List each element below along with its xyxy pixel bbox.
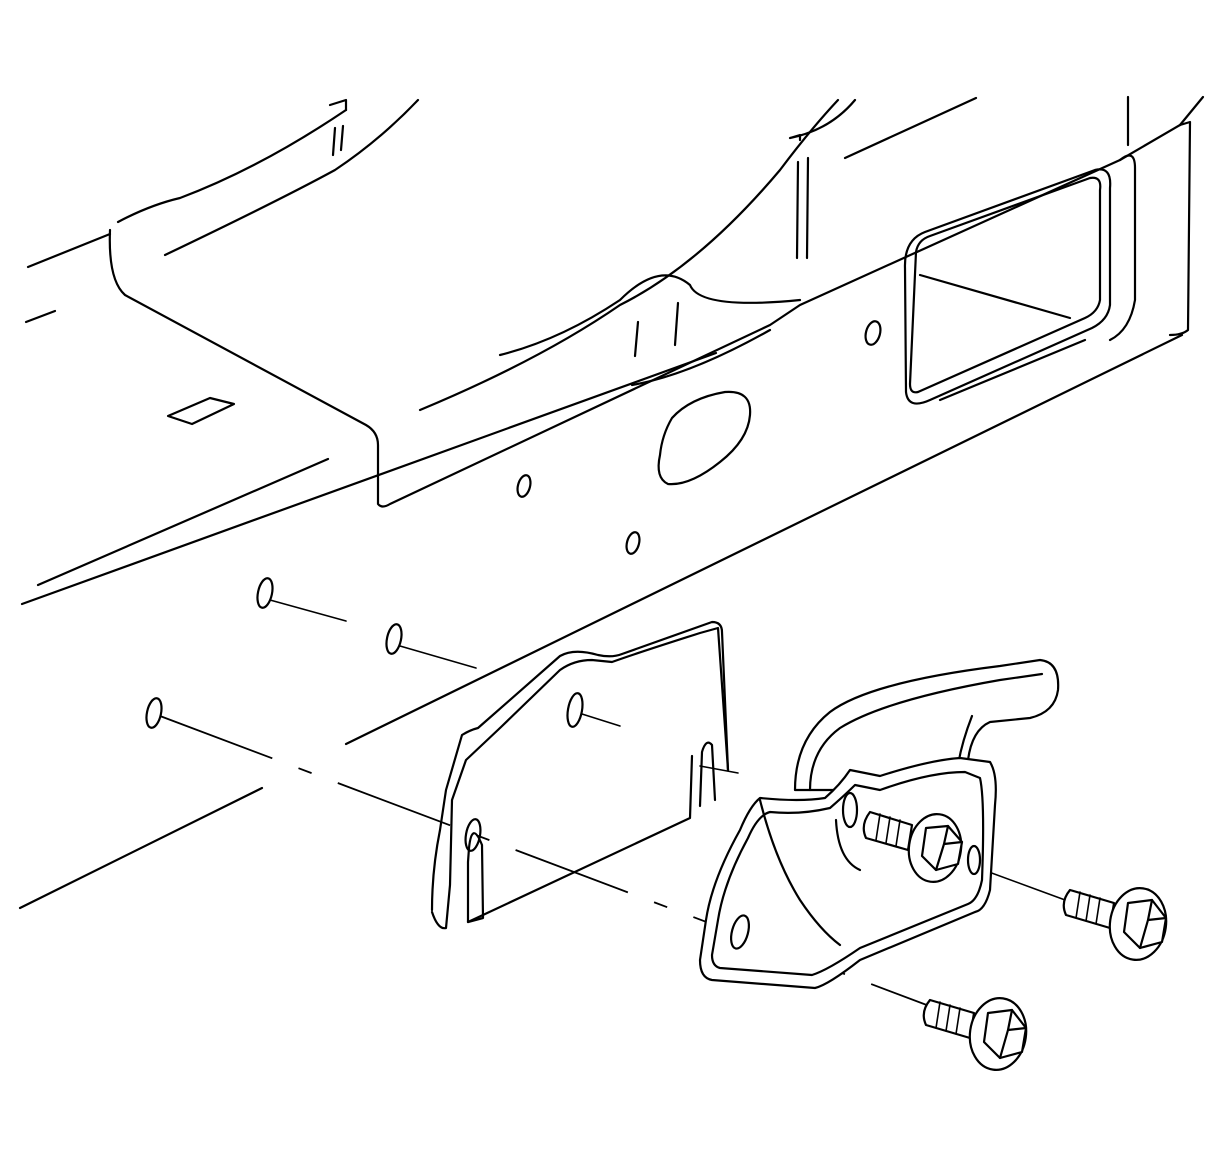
mounting-bracket <box>430 620 730 930</box>
hook-bolt-lower <box>922 997 1028 1071</box>
frame-rail <box>18 95 1205 910</box>
tow-hook <box>698 658 1060 990</box>
leader-lines <box>145 577 1077 1011</box>
hook-bolt-middle <box>862 810 964 883</box>
hook-bolt-upper <box>1062 887 1168 961</box>
